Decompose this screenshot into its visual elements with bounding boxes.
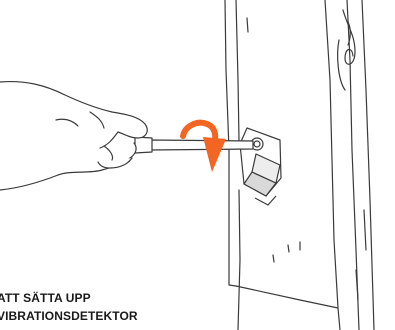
screwdriver-icon xyxy=(135,137,253,153)
hand-with-screwdriver-icon xyxy=(0,82,147,190)
section-title-line2: VIBRATIONSDETEKTOR xyxy=(0,307,138,325)
vibration-detector-icon xyxy=(240,128,281,205)
section-title: ATT SÄTTA UPP VIBRATIONSDETEKTOR xyxy=(0,289,138,325)
section-title-line1: ATT SÄTTA UPP xyxy=(0,289,138,307)
